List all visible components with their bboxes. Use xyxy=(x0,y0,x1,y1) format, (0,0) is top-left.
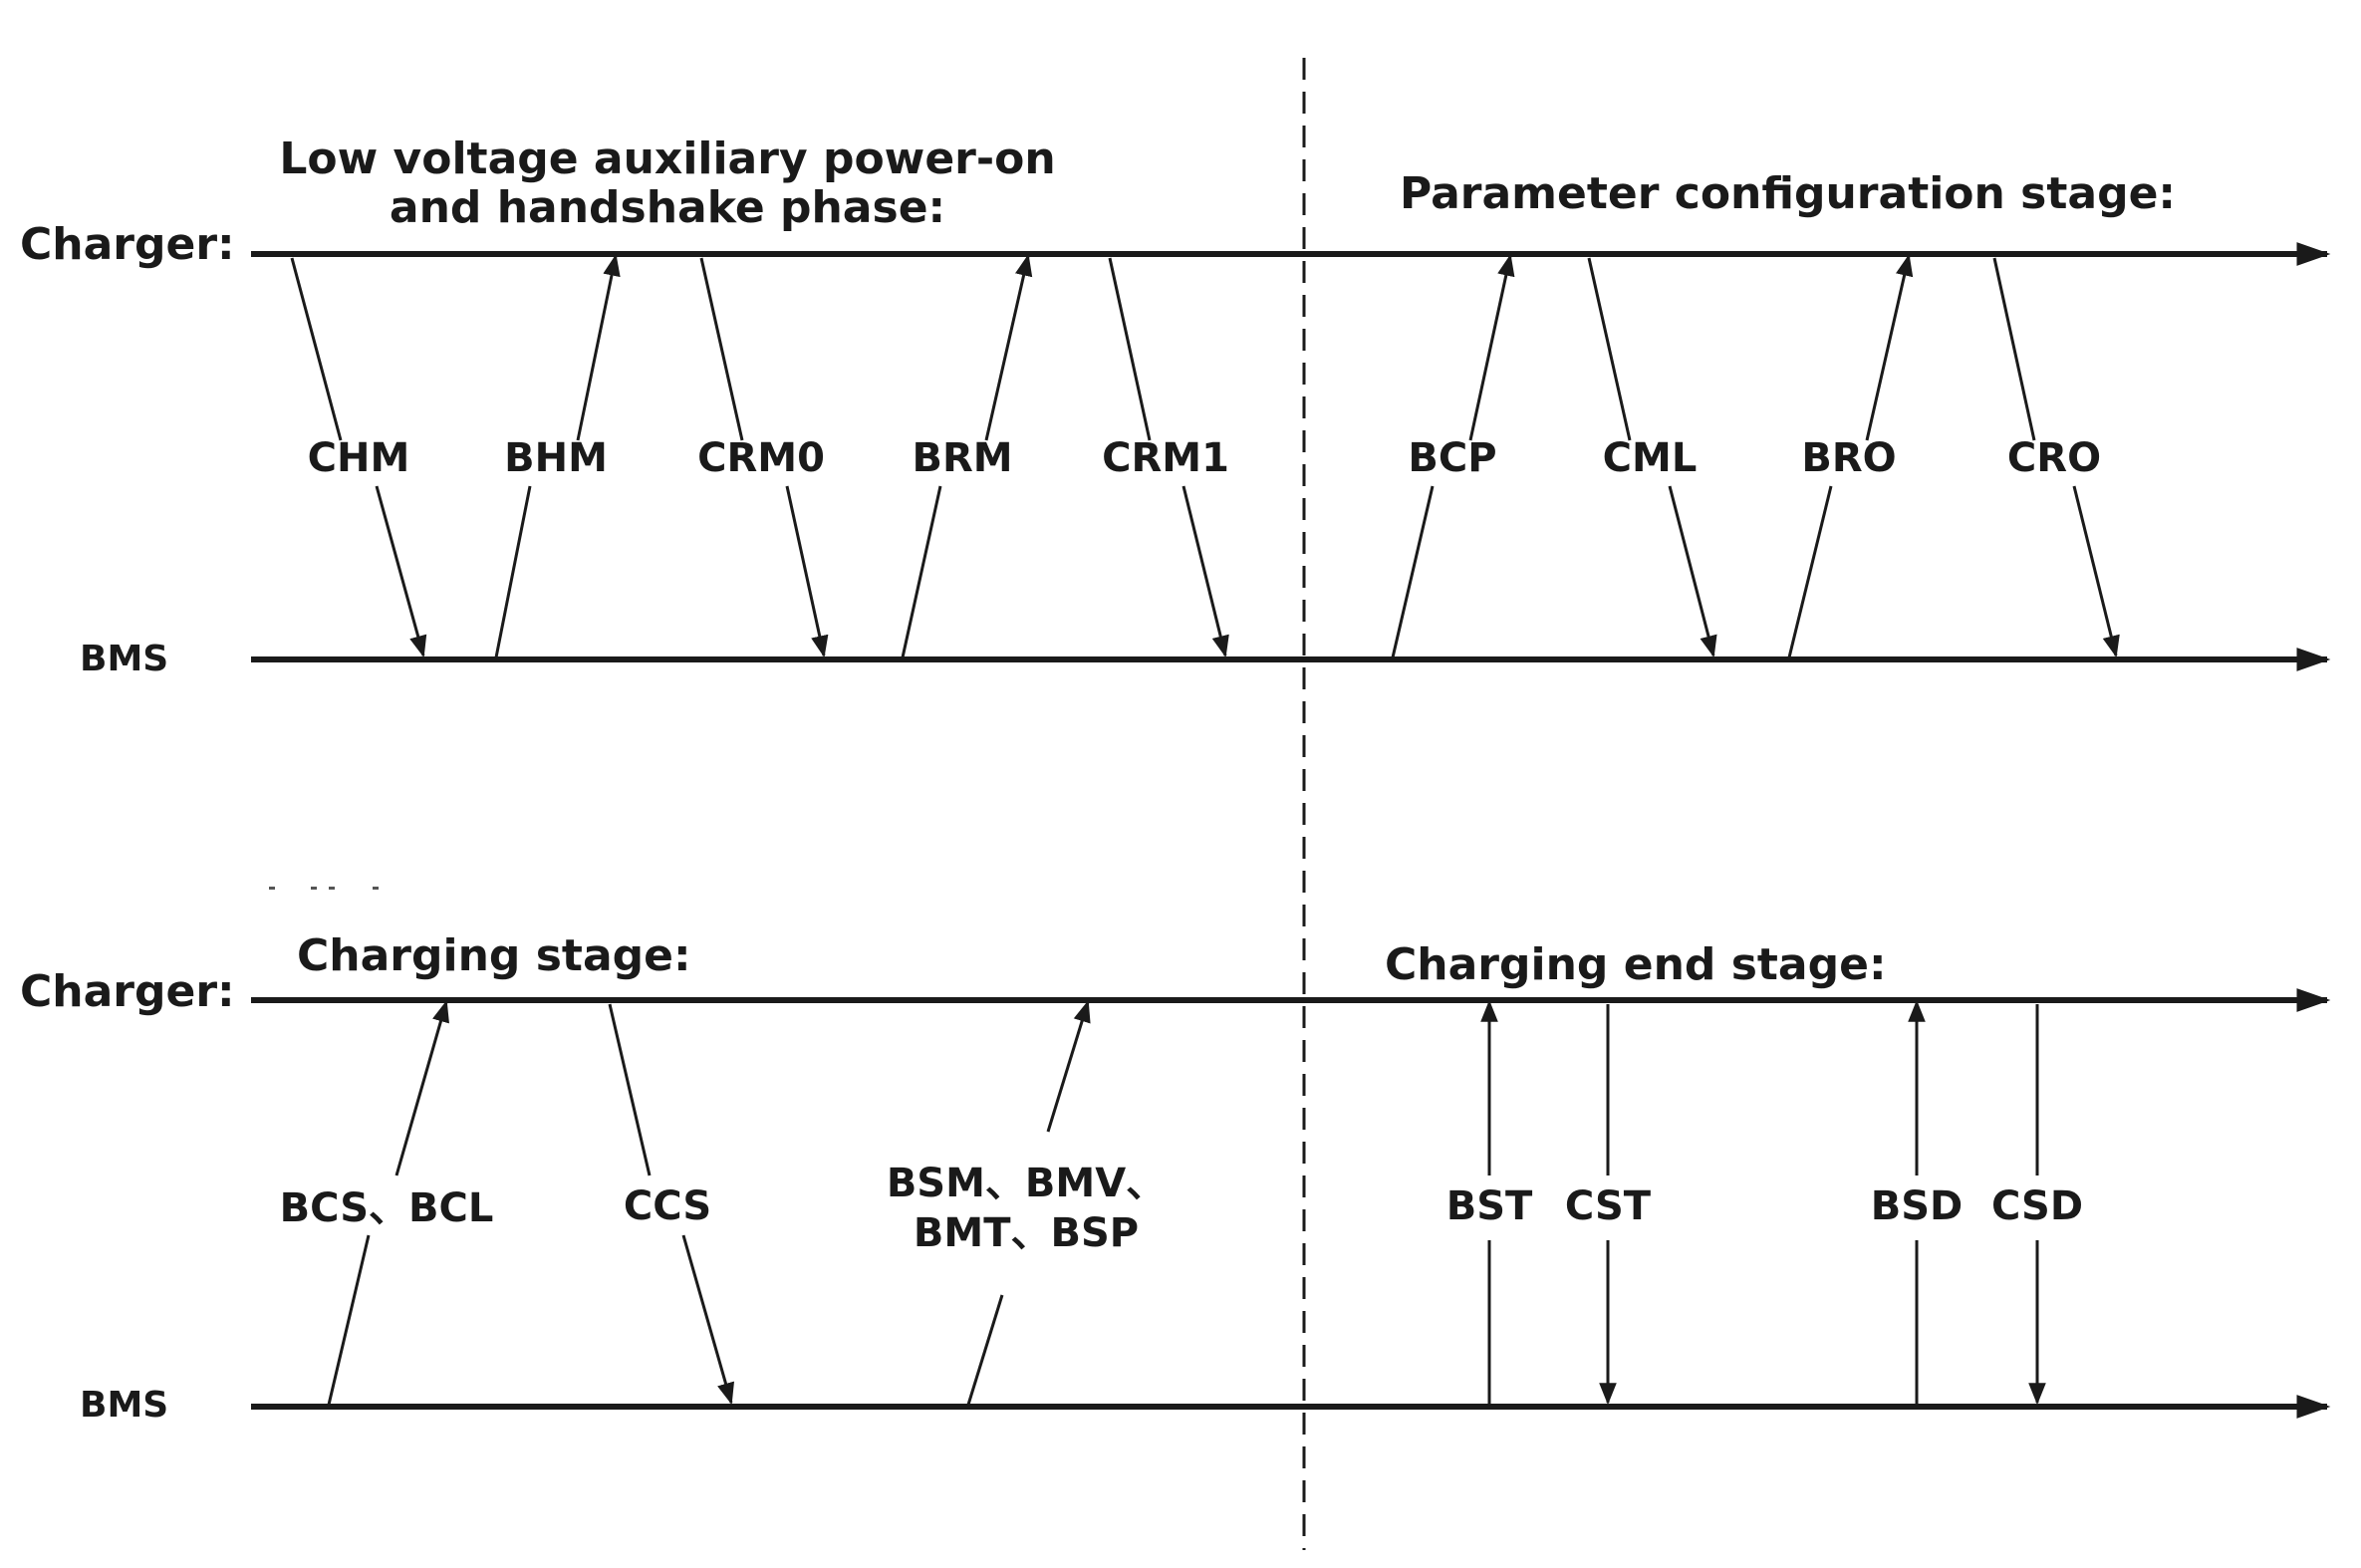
arrow-segment xyxy=(394,999,449,1176)
arrow-segment xyxy=(1865,253,1914,441)
top-charger-label: Charger: xyxy=(20,219,235,270)
message-label-crm0: CRM0 xyxy=(697,435,825,481)
bottom-arrow-bcs-bcl xyxy=(327,999,449,1406)
top-arrow-bro xyxy=(1787,253,1914,658)
arrow-segment xyxy=(699,257,744,441)
message-label-cml: CML xyxy=(1602,435,1698,481)
top-arrow-crm0 xyxy=(699,257,829,658)
top-arrow-brm xyxy=(901,253,1033,658)
message-label-ccs: CCS xyxy=(623,1183,712,1229)
top-arrow-bcp xyxy=(1391,253,1515,658)
bottom-arrow-ccs xyxy=(608,1003,735,1406)
top-arrow-cml xyxy=(1587,257,1717,658)
charging-end-stage-title: Charging end stage: xyxy=(1385,939,1887,990)
arrow-segment xyxy=(1668,485,1717,658)
message-label-bsm-bmv-bmt-bsp: BSM、BMV、 BMT、BSP xyxy=(886,1161,1167,1256)
arrow-segment xyxy=(1787,485,1833,658)
arrow-segment xyxy=(290,257,343,441)
message-label-bst: BST xyxy=(1445,1183,1533,1229)
top-arrow-cro xyxy=(1992,257,2120,658)
message-label-crm1: CRM1 xyxy=(1102,435,1229,481)
bottom-arrow-bsm-bmv-bmt-bsp xyxy=(966,999,1091,1406)
message-label-cro: CRO xyxy=(2006,435,2102,481)
dot-marks xyxy=(269,887,379,890)
message-label-csd: CSD xyxy=(1990,1183,2084,1229)
top-arrow-chm xyxy=(290,257,427,658)
top-arrow-crm1 xyxy=(1108,257,1229,658)
handshake-phase-title: Low voltage auxiliary power-on and hands… xyxy=(279,133,1056,234)
top-message-arrows xyxy=(290,253,2120,658)
arrow-segment xyxy=(984,253,1033,441)
arrow-segment xyxy=(681,1234,735,1406)
message-label-chm: CHM xyxy=(307,435,410,481)
arrow-segment xyxy=(1468,253,1515,441)
charging-stage-title: Charging stage: xyxy=(297,930,691,981)
message-label-cst: CST xyxy=(1564,1183,1652,1229)
message-label-bro: BRO xyxy=(1801,435,1897,481)
top-bms-label: BMS xyxy=(80,639,169,679)
arrow-segment xyxy=(901,485,942,658)
arrow-segment xyxy=(608,1003,652,1176)
message-label-bcp: BCP xyxy=(1408,435,1497,481)
message-label-brm: BRM xyxy=(912,435,1013,481)
message-label-bcs-bcl: BCS、BCL xyxy=(279,1185,494,1231)
bottom-bms-label: BMS xyxy=(80,1385,169,1426)
arrow-segment xyxy=(494,485,532,658)
parameter-config-stage-title: Parameter configuration stage: xyxy=(1400,168,2177,219)
arrow-segment xyxy=(576,253,621,441)
bottom-message-arrows xyxy=(327,999,2046,1406)
bottom-charger-label: Charger: xyxy=(20,966,235,1017)
arrow-segment xyxy=(1108,257,1152,441)
arrow-segment xyxy=(2072,485,2120,658)
message-label-bhm: BHM xyxy=(504,435,608,481)
arrow-segment xyxy=(375,485,427,658)
arrow-segment xyxy=(966,1294,1004,1406)
arrow-segment xyxy=(327,1234,371,1406)
message-label-bsd: BSD xyxy=(1870,1183,1964,1229)
top-arrow-bhm xyxy=(494,253,621,658)
arrow-segment xyxy=(1992,257,2036,441)
arrow-segment xyxy=(785,485,829,658)
arrow-segment xyxy=(1391,485,1435,658)
arrow-segment xyxy=(1181,485,1229,658)
arrow-segment xyxy=(1046,999,1091,1133)
arrow-segment xyxy=(1587,257,1632,441)
